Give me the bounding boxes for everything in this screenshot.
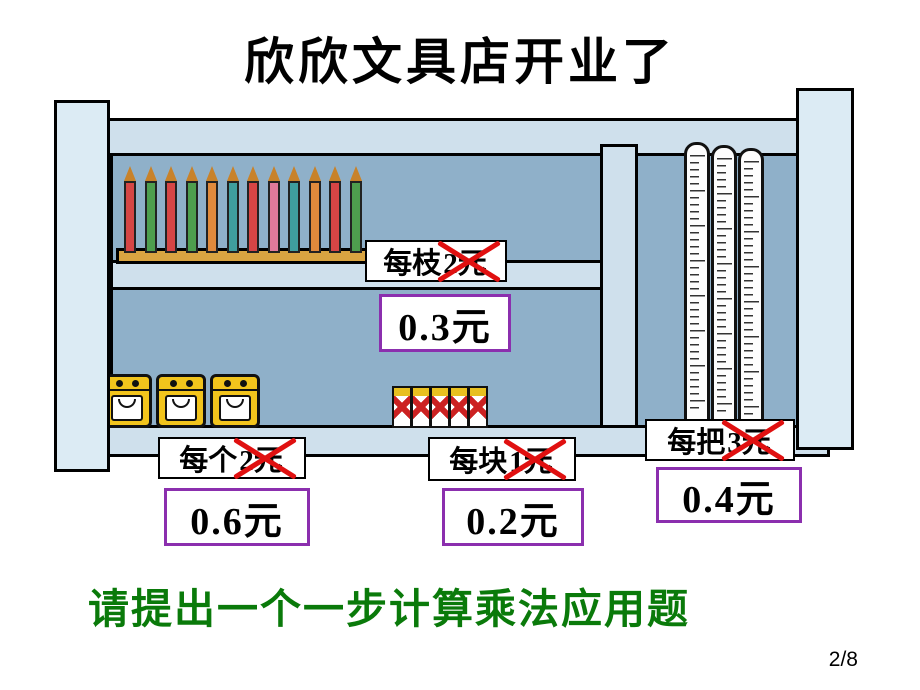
pencil-icon	[226, 166, 239, 253]
pencil-icon	[267, 166, 280, 253]
shelf-middle-board	[110, 260, 615, 290]
question-prompt: 请提出一个一步计算乘法应用题	[88, 586, 690, 632]
eraser-icon	[411, 386, 431, 428]
crossed-old-price-eraser: 1元	[507, 438, 555, 480]
pencil-icon	[329, 166, 341, 253]
discount-price-sharpener: 0.6元	[164, 488, 310, 546]
eraser-icon	[430, 386, 450, 428]
discount-price-pencil: 0.3元	[379, 294, 511, 352]
eraser-icon	[449, 386, 469, 428]
eraser-icon	[468, 386, 488, 428]
pencil-icon	[288, 166, 300, 253]
pencil-sharpener-icon	[210, 374, 260, 428]
pencil-icon	[349, 166, 362, 253]
price-tag-ruler-prefix: 每把	[667, 427, 726, 459]
pencil-icon	[247, 166, 259, 253]
price-tag-eraser-prefix: 每块	[449, 446, 508, 478]
slide-title: 欣欣文具店开业了	[244, 34, 676, 90]
page-number: 2/8	[828, 648, 858, 671]
crossed-old-price-pencil: 2元	[441, 240, 489, 282]
shelf-right-post	[796, 88, 854, 450]
ruler-icon	[684, 142, 710, 424]
price-tag-pencil-prefix: 每枝	[383, 248, 442, 280]
discount-price-ruler: 0.4元	[656, 467, 802, 523]
shelf-divider	[600, 144, 638, 457]
ruler-icon	[711, 145, 737, 427]
ruler-icon	[738, 148, 764, 430]
discount-price-eraser: 0.2元	[442, 488, 584, 546]
pencil-sharpener-icon	[102, 374, 152, 428]
eraser-icon	[392, 386, 412, 428]
pencil-icon	[308, 166, 321, 253]
shelf-left-post	[54, 100, 110, 472]
shelf-illustration	[40, 88, 860, 480]
pencil-icon	[185, 166, 198, 253]
price-tag-sharpener-prefix: 每个	[179, 445, 238, 477]
pencil-sharpener-icon	[156, 374, 206, 428]
pencil-icon	[165, 166, 177, 253]
pencil-icon	[206, 166, 218, 253]
pencil-icon	[124, 166, 136, 253]
pencil-icon	[144, 166, 157, 253]
crossed-old-price-sharpener: 2元	[237, 437, 285, 479]
crossed-old-price-ruler: 3元	[725, 419, 773, 461]
